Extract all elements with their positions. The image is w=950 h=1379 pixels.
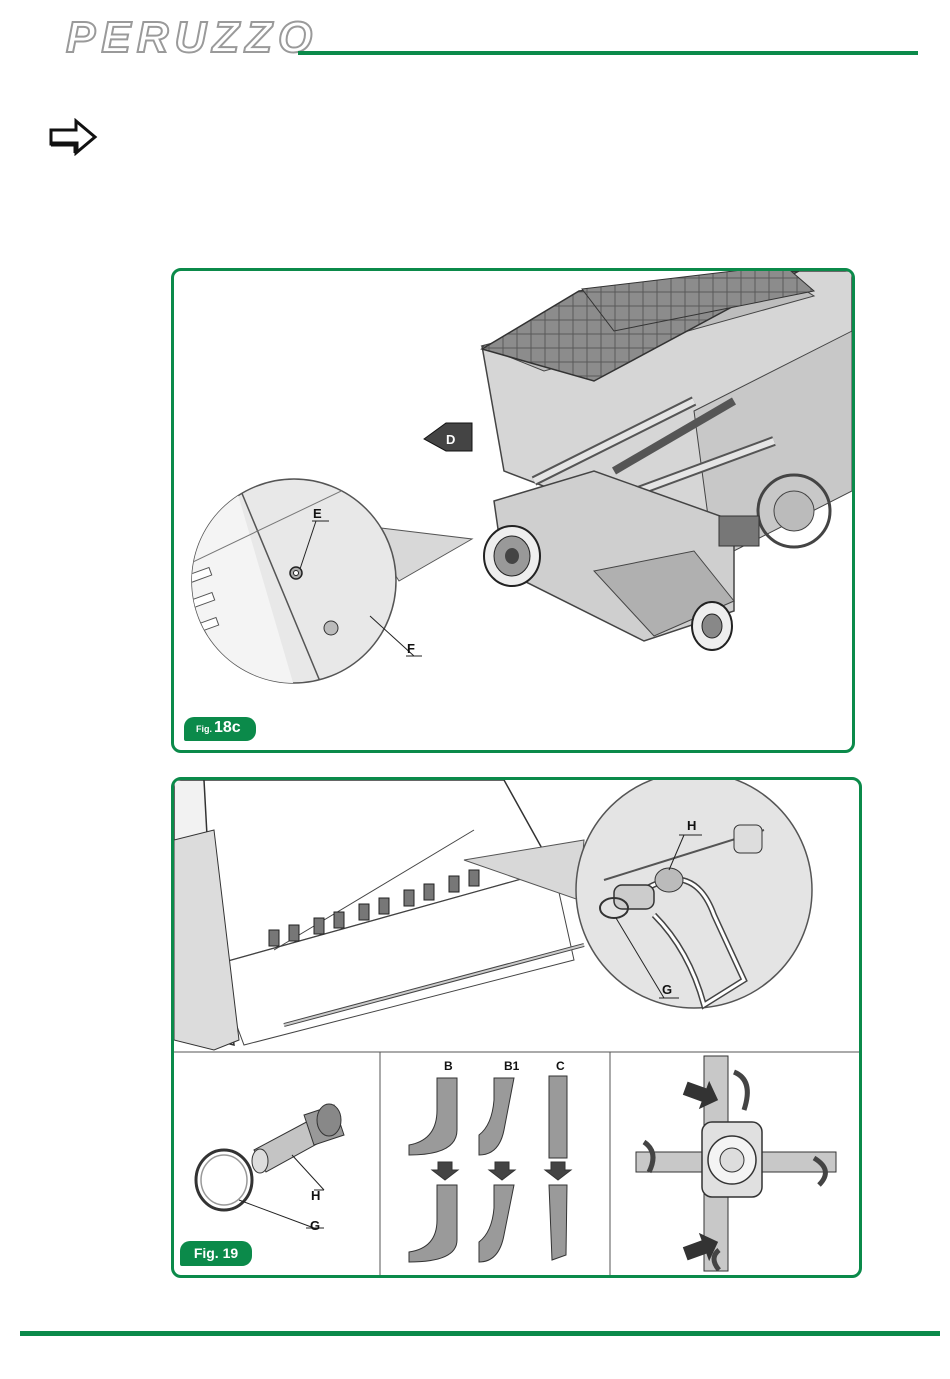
pin-and-ring-illustration: H G [196,1104,344,1233]
badge-number: 18c [214,719,241,737]
label-f: F [407,641,415,656]
label-e: E [313,506,322,521]
badge-prefix: Fig. [196,724,212,734]
blade-types-illustration: B B1 C [409,1059,571,1262]
label-g-ring: G [310,1218,320,1233]
figure-18c-badge: Fig. 18c [184,717,256,741]
label-b: B [444,1059,453,1073]
figure-19-panel: H G H G B B1 C [171,777,862,1278]
label-c: C [556,1059,565,1073]
label-b1: B1 [504,1059,520,1073]
footer-rule [20,1331,940,1336]
label-h-detail: H [687,818,696,833]
right-arrow-icon [48,118,98,156]
label-d: D [446,432,455,447]
label-h-pin: H [311,1188,320,1203]
peruzzo-logo: PERUZZO [66,14,318,62]
figure-18c-drawing: D E F [174,271,852,750]
figure-19-badge: Fig. 19 [180,1241,252,1266]
label-g-detail: G [662,982,672,997]
figure-19-drawing: H G H G B B1 C [174,780,859,1275]
figure-18c-panel: D E F Fig. 18c [171,268,855,753]
rotor-assembly-illustration [636,1056,836,1271]
header-rule [298,51,918,55]
